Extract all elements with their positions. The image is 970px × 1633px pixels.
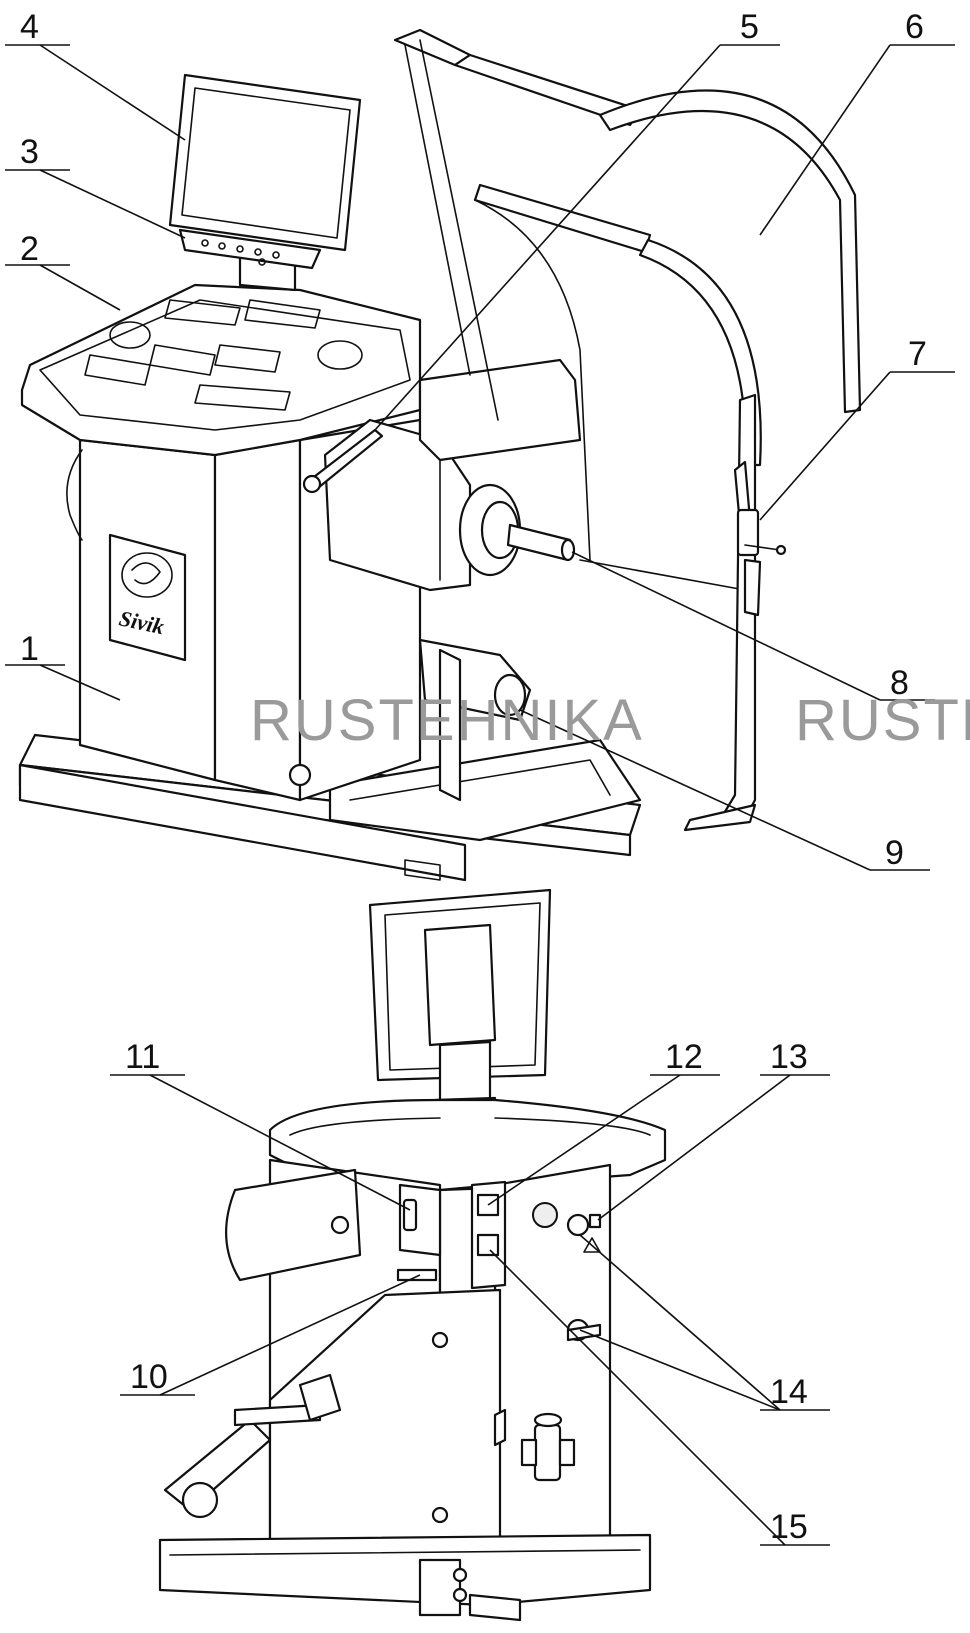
callout-2: 2 <box>20 230 39 268</box>
callout-14: 14 <box>770 1373 808 1411</box>
callout-3: 3 <box>20 133 39 171</box>
callout-7: 7 <box>908 335 927 373</box>
guard-handle <box>733 460 787 617</box>
rear-view <box>110 888 830 1622</box>
rear-tray <box>268 1098 667 1192</box>
watermark-text-center: RUSTEHNIKA <box>250 688 644 753</box>
rear-panel-components <box>396 1180 602 1342</box>
callout-numbers: 1 2 3 4 5 6 7 8 9 10 11 12 13 14 15 <box>20 8 927 1546</box>
rear-side-arm <box>225 1168 362 1282</box>
callout-5: 5 <box>740 8 759 46</box>
callout-11: 11 <box>125 1038 160 1076</box>
callout-1: 1 <box>20 630 39 668</box>
rear-box <box>268 1288 507 1572</box>
callout-10: 10 <box>130 1358 168 1396</box>
callout-6: 6 <box>905 8 924 46</box>
brand-logo: Sivik <box>108 533 187 662</box>
callout-9: 9 <box>885 834 904 872</box>
callout-15: 15 <box>770 1508 808 1546</box>
air-filter-unit <box>520 1412 576 1482</box>
front-view: Sivik <box>5 28 955 882</box>
side-cable <box>66 449 83 541</box>
callout-13: 13 <box>770 1038 808 1076</box>
callout-lines-upper <box>5 44 955 871</box>
watermark: RUSTEHNIKA RUSTEHNIKA RUSTEHNIKA <box>250 688 970 753</box>
rear-measuring-arm <box>163 1373 342 1519</box>
rear-base <box>158 1533 652 1622</box>
callout-lines-lower <box>110 1074 830 1546</box>
callout-8: 8 <box>890 664 909 702</box>
rear-arm <box>418 358 582 462</box>
watermark-text-right: RUSTEHNIKA <box>795 688 970 753</box>
measuring-arm <box>288 638 532 802</box>
keypad <box>178 228 322 270</box>
callout-12: 12 <box>665 1038 703 1076</box>
callout-4: 4 <box>20 8 39 46</box>
